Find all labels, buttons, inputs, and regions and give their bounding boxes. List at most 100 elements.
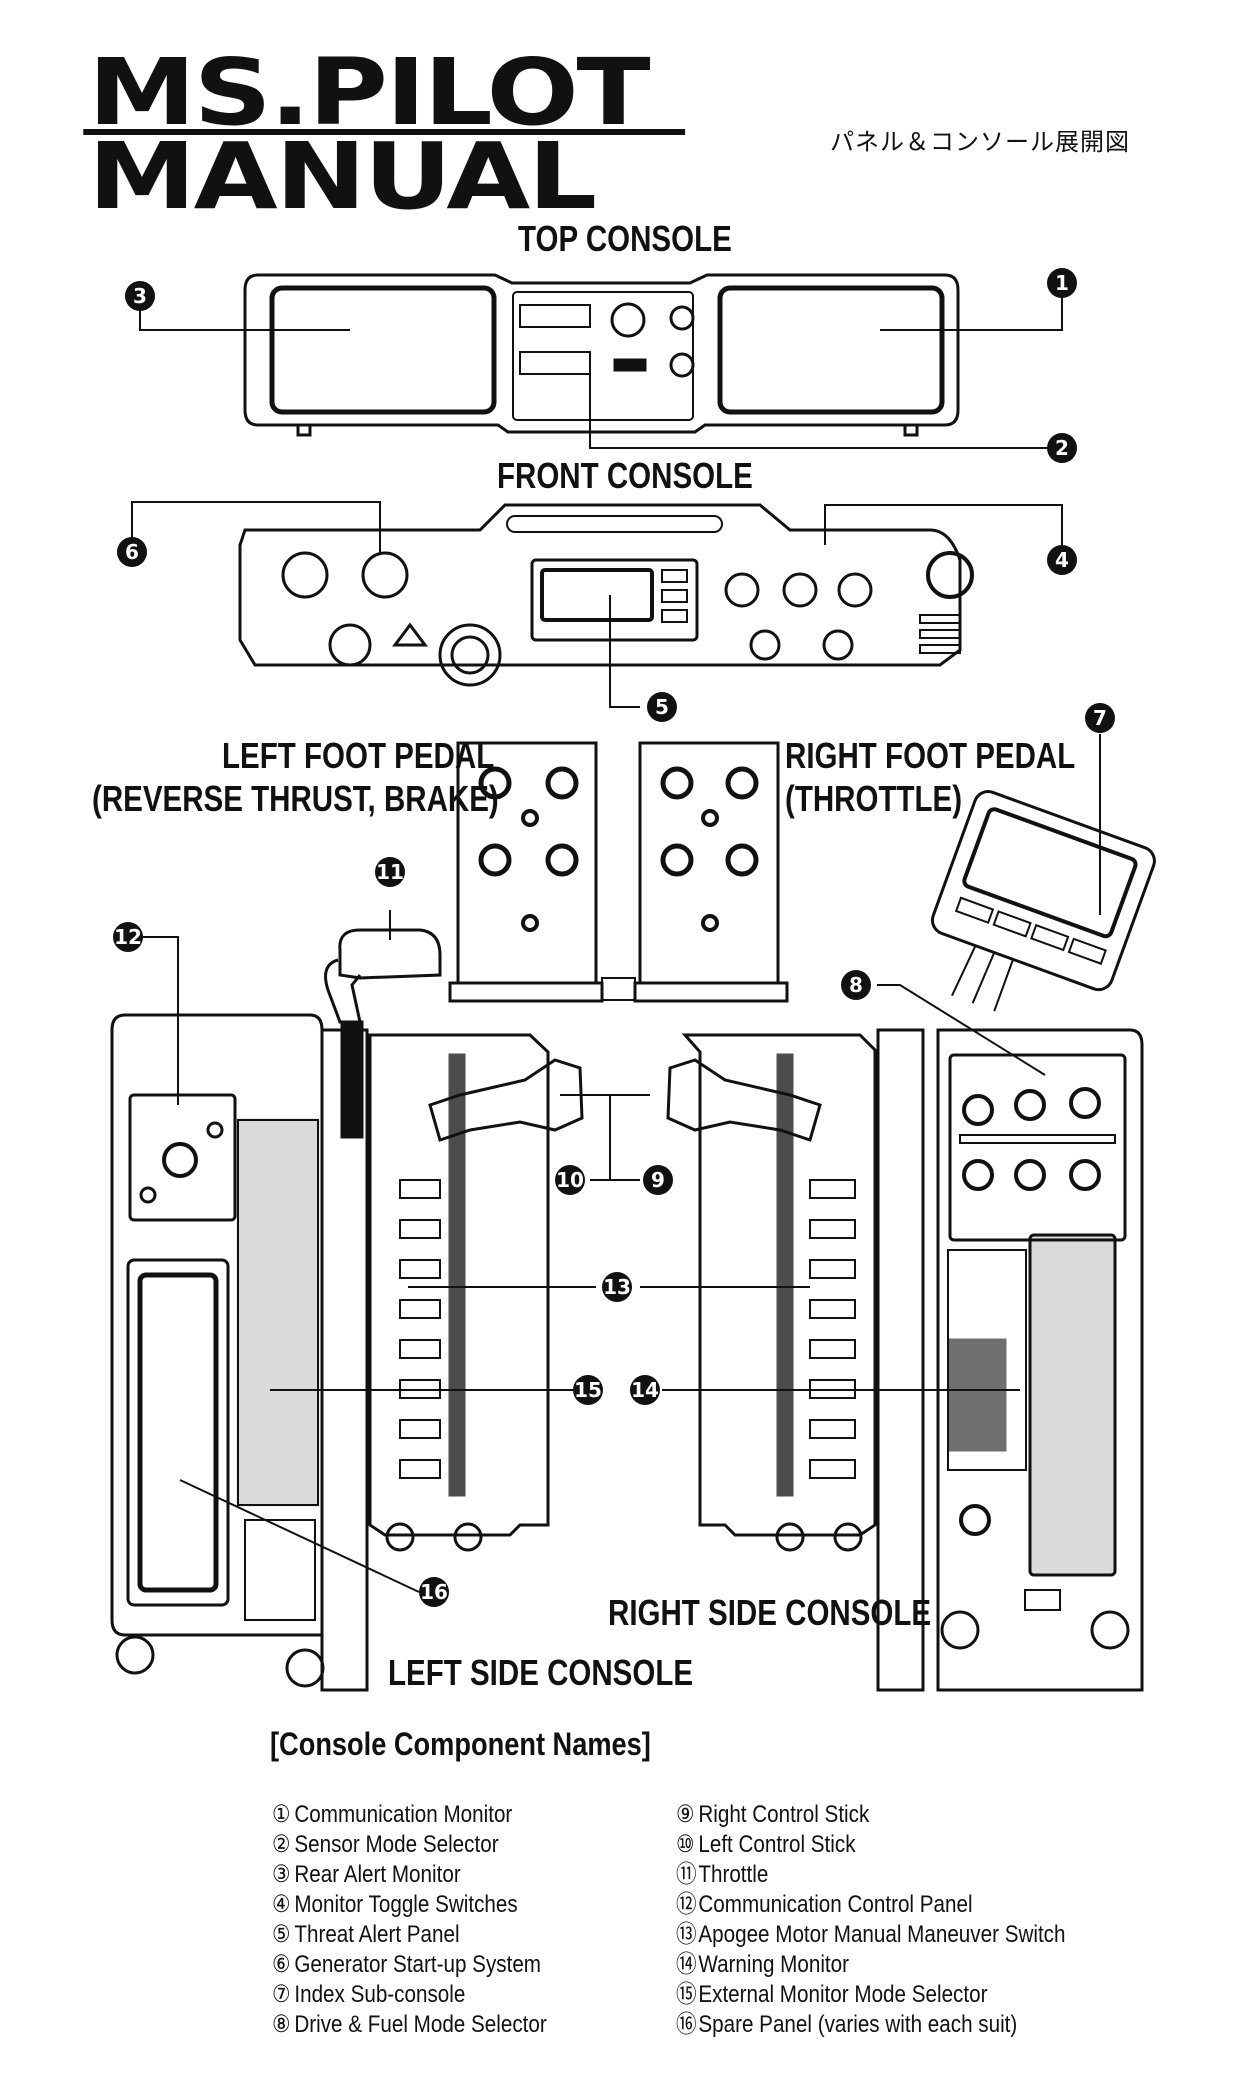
legend-item-number: ③ — [272, 1861, 291, 1888]
front-console-label: FRONT CONSOLE — [497, 455, 753, 496]
index-sub-console-screen — [962, 807, 1138, 939]
left-side-console-label: LEFT SIDE CONSOLE — [388, 1652, 694, 1693]
callout-2: 2 — [1047, 433, 1077, 463]
legend-item: ⑬Apogee Motor Manual Maneuver Switch — [676, 1920, 1065, 1950]
legend-item-number: ④ — [272, 1891, 291, 1918]
legend-item-label: Index Sub-console — [294, 1981, 466, 2008]
communication-monitor-screen — [717, 285, 945, 415]
drive-fuel-mode-selector — [948, 1053, 1127, 1242]
left-side-console-drawing — [110, 1013, 369, 1692]
rear-alert-monitor-screen — [269, 285, 497, 415]
legend-item-number: ⑭ — [676, 1951, 697, 1978]
callout-5: 5 — [647, 692, 677, 722]
legend-item: ⑫Communication Control Panel — [676, 1890, 1065, 1920]
callout-4: 4 — [1047, 545, 1077, 575]
callout-9: 9 — [643, 1165, 673, 1195]
left-foot-pedal-drawing — [448, 741, 604, 1003]
callout-7: 7 — [1085, 703, 1115, 733]
callout-1: 1 — [1047, 268, 1077, 298]
legend-item-number: ⑦ — [272, 1981, 291, 2008]
logo-rule — [83, 129, 686, 135]
right-control-stick — [666, 1058, 822, 1142]
legend-item: ⑪Throttle — [676, 1860, 1065, 1890]
callout-8: 8 — [841, 970, 871, 1000]
legend-item-label: Communication Monitor — [294, 1801, 513, 1828]
legend-item-number: ⑥ — [272, 1951, 291, 1978]
spare-panel — [126, 1258, 230, 1607]
legend-item-label: Right Control Stick — [698, 1801, 870, 1828]
callout-13: 13 — [602, 1272, 632, 1302]
legend-item-label: Drive & Fuel Mode Selector — [294, 2011, 547, 2038]
legend-item: ⑭Warning Monitor — [676, 1950, 1065, 1980]
legend-item-number: ② — [272, 1831, 291, 1858]
legend-item-label: Sensor Mode Selector — [294, 1831, 499, 1858]
callout-14: 14 — [630, 1375, 660, 1405]
right-foot-pedal-sublabel: (THROTTLE) — [785, 778, 963, 819]
right-foot-pedal-drawing — [601, 741, 789, 1003]
legend-item-number: ⑯ — [676, 2011, 697, 2038]
legend-item-number: ⑤ — [272, 1921, 291, 1948]
legend-item-label: Left Control Stick — [698, 1831, 856, 1858]
legend-item: ⑯Spare Panel (varies with each suit) — [676, 2010, 1065, 2040]
communication-control-panel — [128, 1093, 237, 1222]
legend-item-number: ⑧ — [272, 2011, 291, 2038]
logo-line-2: MANUAL — [88, 123, 597, 230]
legend-item-number: ⑬ — [676, 1921, 697, 1948]
top-console-drawing — [243, 273, 960, 437]
top-console-label: TOP CONSOLE — [518, 218, 732, 259]
legend-item-label: Threat Alert Panel — [294, 1921, 460, 1948]
left-control-stick — [428, 1058, 584, 1142]
left-foot-pedal-sublabel: (REVERSE THRUST, BRAKE) — [92, 778, 499, 819]
logo-line-1: MS.PILOT — [88, 39, 651, 146]
legend-item-number: ⑪ — [676, 1861, 697, 1888]
callout-11: 11 — [375, 857, 405, 887]
legend-item-label: Monitor Toggle Switches — [294, 1891, 518, 1918]
legend-item-label: Communication Control Panel — [698, 1891, 973, 1918]
right-side-console-label: RIGHT SIDE CONSOLE — [608, 1592, 932, 1633]
ms-pilot-manual-logo: MS.PILOT MANUAL — [83, 39, 686, 230]
throttle-drawing — [324, 928, 442, 1139]
left-foot-pedal-label: LEFT FOOT PEDAL — [222, 735, 495, 776]
legend-title: [Console Component Names] — [270, 1726, 651, 1762]
legend-item-number: ⑨ — [676, 1801, 695, 1828]
callout-16: 16 — [419, 1577, 449, 1607]
japanese-subtitle: パネル＆コンソール展開図 — [830, 128, 1130, 156]
legend-item-label: External Monitor Mode Selector — [698, 1981, 988, 2008]
callout-leader-lines — [128, 282, 1101, 1593]
legend-item-number: ① — [272, 1801, 291, 1828]
left-stick-console-drawing — [368, 1033, 584, 1552]
front-console-drawing — [238, 503, 974, 687]
legend-item-number: ⑮ — [676, 1981, 697, 2008]
legend-item-number: ⑩ — [676, 1831, 695, 1858]
index-sub-console-drawing — [930, 790, 1156, 1012]
legend-item-label: Spare Panel (varies with each suit) — [698, 2011, 1018, 2038]
legend-item-label: Apogee Motor Manual Maneuver Switch — [698, 1921, 1066, 1948]
threat-alert-screen — [540, 568, 654, 622]
callout-15: 15 — [573, 1375, 603, 1405]
callout-10: 10 — [555, 1165, 585, 1195]
warning-monitor-panel — [1028, 1233, 1117, 1577]
callout-12: 12 — [113, 922, 143, 952]
legend-item-label: Rear Alert Monitor — [294, 1861, 461, 1888]
legend-item-number: ⑫ — [676, 1891, 697, 1918]
right-side-console-drawing — [936, 1028, 1144, 1692]
legend-item: ⑮External Monitor Mode Selector — [676, 1980, 1065, 2010]
callout-6: 6 — [117, 537, 147, 567]
legend-item-label: Warning Monitor — [698, 1951, 850, 1978]
right-stick-console-drawing — [666, 1028, 925, 1692]
callout-3: 3 — [125, 281, 155, 311]
right-foot-pedal-label: RIGHT FOOT PEDAL — [785, 735, 1076, 776]
